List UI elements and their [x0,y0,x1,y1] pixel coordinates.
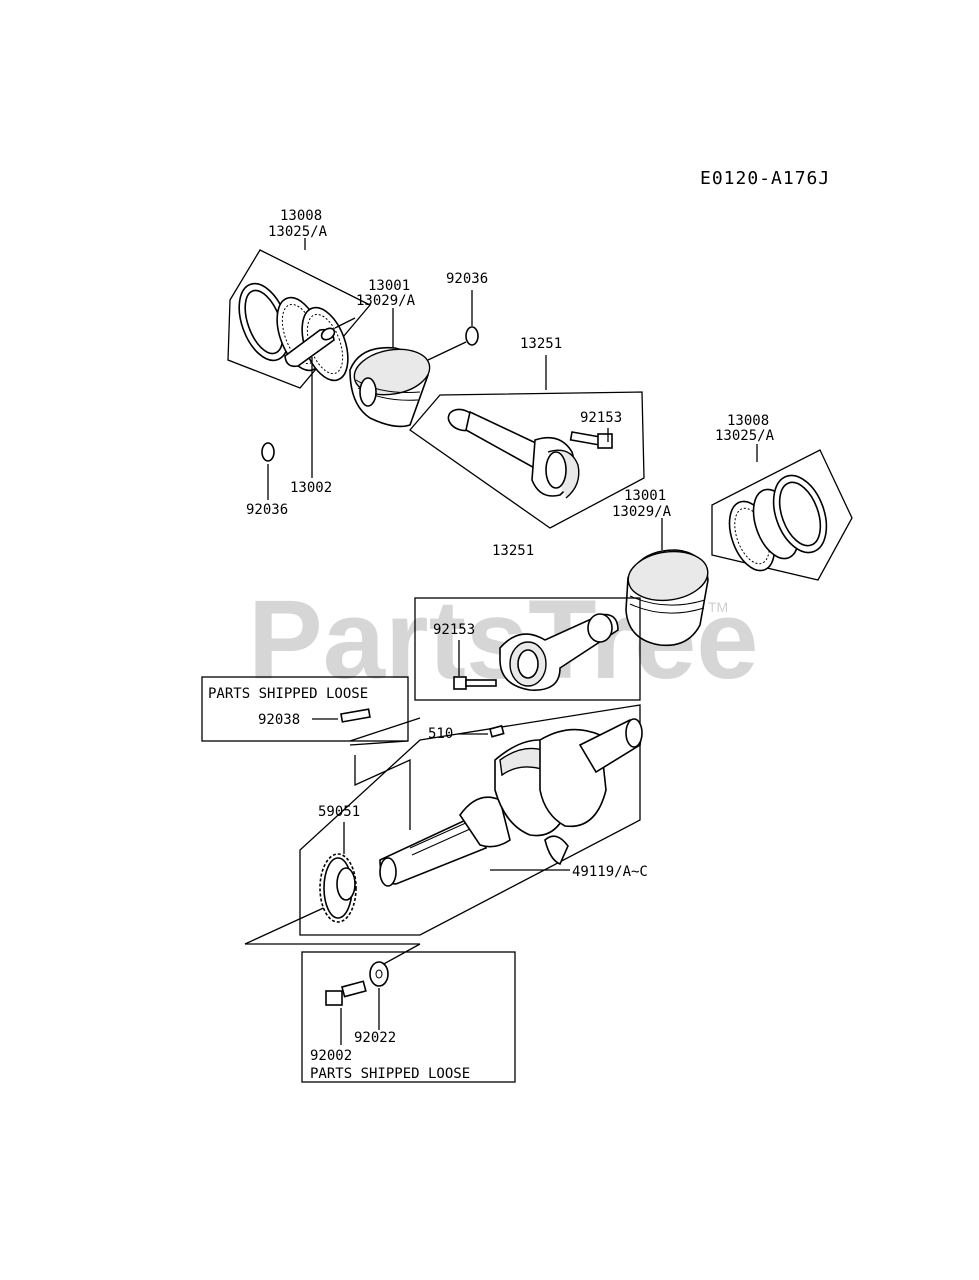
label-13251-left: 13251 [492,543,534,559]
piston-rings-top[interactable] [227,249,372,389]
label-13029a-right: 13029/A [612,504,672,520]
piston-top[interactable] [349,344,433,428]
crankshaft[interactable] [379,718,643,887]
label-92153-top: 92153 [580,410,622,426]
circlip-top-left[interactable] [261,442,275,462]
label-92002: 92002 [310,1048,352,1064]
label-13001-right: 13001 [624,488,666,504]
key-loose[interactable] [340,708,371,723]
rod-bolt-top[interactable] [569,431,613,449]
circlip-top-right[interactable] [465,326,479,346]
piston-pin[interactable] [284,326,337,368]
label-13008-right: 13008 [727,413,769,429]
label-13251-top: 13251 [520,336,562,352]
label-92022: 92022 [354,1030,396,1046]
piston-rings-right[interactable] [721,468,836,576]
key-small[interactable] [489,724,505,738]
crankshaft-gear[interactable] [319,853,357,923]
label-13025a-top: 13025/A [268,224,328,240]
diagram-code: E0120-A176J [700,168,830,189]
connecting-rod-top[interactable] [445,406,580,499]
label-13002: 13002 [290,480,332,496]
label-59051: 59051 [318,804,360,820]
bolt-bottom[interactable] [325,980,367,1006]
rod-bolt-right[interactable] [453,676,497,690]
label-92036-top-right: 92036 [446,271,488,287]
connecting-rod-right[interactable] [499,613,619,691]
label-92038: 92038 [258,712,300,728]
washer-bottom[interactable] [369,961,389,987]
label-92036-top-left: 92036 [246,502,288,518]
label-13008-top: 13008 [280,208,322,224]
label-92153-right: 92153 [433,622,475,638]
label-510: 510 [428,726,453,742]
piston-right[interactable] [625,547,711,647]
label-13029a-top: 13029/A [356,293,416,309]
label-13001-top: 13001 [368,278,410,294]
loose-box-lower-title: PARTS SHIPPED LOOSE [310,1066,470,1082]
label-13025a-right: 13025/A [715,428,775,444]
label-49119: 49119/A~C [572,864,648,880]
watermark-trademark: TM [708,599,728,615]
loose-box-upper-title: PARTS SHIPPED LOOSE [208,686,368,702]
